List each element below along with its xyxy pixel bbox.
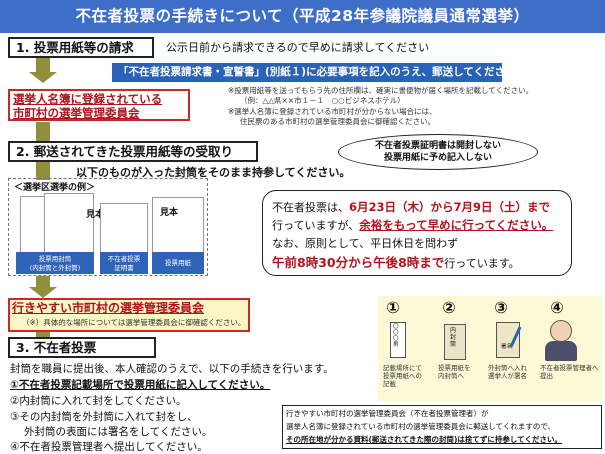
period-prefix: 不在者投票は、 [272, 201, 349, 214]
page-title: 不在者投票の手続きについて（平成28年参議院議員通常選挙） [0, 0, 605, 33]
period-l4-suffix: 行っています。 [444, 257, 520, 270]
step1-heading: 1. 投票用紙等の請求 [8, 37, 154, 58]
flow-arrowhead-4 [29, 287, 57, 298]
bottom-note-line2: 選挙人名簿に登録されている市町村の選挙管理委員会に郵送してくれますので、 [286, 422, 556, 431]
example-panel [8, 178, 208, 276]
flow-arrow-1 [36, 55, 50, 73]
registry-line1: 選挙人名簿に登録されている [13, 92, 163, 106]
illus-caption-2: 投票用紙を 内封筒へ [438, 364, 471, 380]
illus-caption-1: 記載場所にて 投票用紙への 記載 [383, 364, 422, 388]
item-ballot-label: 投票用紙 [152, 252, 204, 274]
step3-item3a: ③その内封筒を外封筒に入れて封をし、 [10, 411, 198, 423]
bottom-note-line1: 行きやすい市町村の選挙管理委員会（不在者投票管理者）が [286, 409, 489, 418]
illus-num-2: ② [442, 298, 456, 317]
illus-caption-4: 不在者投票管理者へ 提出 [540, 364, 599, 380]
illus-envelope-3-text: 署名 [501, 344, 513, 350]
note-address: ※投票用紙等を送ってもらう先の住所欄は、確実に書便物が届く場所を記載してください… [228, 86, 534, 95]
item-envelopes-label: 投票用封筒 (内封筒と外封筒) [16, 252, 94, 274]
period-line3: なお、原則として、平日休日を問わず [272, 237, 459, 250]
step3-item2: ②内封筒に入れて封をしてください。 [10, 395, 187, 407]
item-certificate-label: 不在者投票 証明書 [100, 252, 148, 274]
flow-arrow-4 [36, 276, 50, 288]
flow-arrow-2 [36, 122, 50, 142]
flow-arrowhead-1 [29, 72, 57, 83]
period-hours: 午前8時30分から午後8時まで [272, 255, 445, 270]
illus-num-4: ④ [550, 298, 564, 317]
ballot-paper [152, 197, 204, 261]
note-example: （例：△△県××市１－１ ○○ビジネスホテル） [240, 96, 405, 105]
target-committee-note: （※）具体的な場所については選挙管理委員会に御確認ください。 [22, 318, 246, 327]
bottom-note-line3: その所在地が分かる資料(郵送されてきた際の封筒)は捨てずに持参してください。 [286, 435, 562, 444]
warning-bubble: 不在者投票証明書は開封しない 投票用紙に予め記入しない [338, 134, 538, 170]
step3-item1: ①不在者投票記載場所で投票用紙に記入してください。 [10, 379, 271, 391]
note-unknown: ※選挙人名簿に登録されている市町村が分からない場合には、 [228, 107, 437, 116]
period-dates: 6月23日（木）から7月9日（土）まで [349, 200, 551, 214]
official-body-icon [545, 341, 577, 361]
mihon-label-1: 見本 [86, 210, 105, 220]
step3-intro: 封筒を職員に提出後、本人確認のうえで、以下の手続きを行います。 [10, 363, 334, 375]
period-early: 余裕をもって早めに行ってください。 [359, 218, 554, 232]
registry-committee-box: 選挙人名簿に登録されている 市町村の選挙管理委員会 [8, 89, 190, 121]
step2-heading: 2. 郵送されてきた投票用紙等の受取り [8, 141, 258, 162]
official-person-icon [550, 320, 572, 342]
bubble-line2: 投票用紙に予め記入しない [383, 153, 492, 163]
illus-paper-1 [390, 322, 406, 358]
period-l2-prefix: 行っていますが、 [272, 219, 360, 232]
target-committee-box [8, 298, 250, 332]
illus-envelope-3 [496, 322, 520, 358]
registry-line2: 市町村の選挙管理委員会 [13, 106, 140, 120]
period-line1: 不在者投票は、6月23日（木）から7月9日（土）まで [272, 199, 550, 215]
period-panel [262, 190, 572, 276]
note-confirm: 住民票のある市町村の選挙管理委員会に御確認ください。 [240, 117, 435, 126]
step3-item4: ④不在者投票管理者へ提出してください。 [10, 441, 208, 453]
period-line4: 午前8時30分から午後8時まで行っています。 [272, 252, 520, 271]
bottom-note-box [282, 405, 602, 449]
illus-paper-1-text: 〇〇〇男 [393, 324, 399, 348]
example-label: ＜選挙区選挙の例＞ [14, 180, 96, 193]
step2-instruction: 以下のものが入った封筒をそのまま持参してください。 [76, 166, 351, 179]
illus-num-1: ① [386, 298, 400, 317]
mihon-label-2: 見本 [160, 208, 179, 218]
target-committee-title: 行きやすい市町村の選挙管理委員会 [12, 301, 205, 315]
illus-num-3: ③ [494, 298, 508, 317]
illus-envelope-2 [444, 324, 466, 360]
step3-heading: 3. 不在者投票 [8, 337, 156, 358]
illus-caption-3: 外封筒へ入れ 選挙人が署名 [488, 364, 527, 380]
bubble-line1: 不在者投票証明書は開封しない [374, 141, 501, 151]
step1-note: 公示日前から請求できるので早めに請求してください [166, 41, 430, 54]
step1-instruction: 「不在者投票請求書・宣誓書」(別紙１)に必要事項を記入のうえ、郵送してください [112, 63, 515, 82]
step3-item3b: 外封筒の表面には署名をしてください。 [24, 426, 213, 438]
illus-envelope-2-text: 内封筒 [450, 327, 457, 348]
certificate-doc [100, 203, 148, 261]
period-line2: 行っていますが、余裕をもって早めに行ってください。 [272, 217, 553, 233]
